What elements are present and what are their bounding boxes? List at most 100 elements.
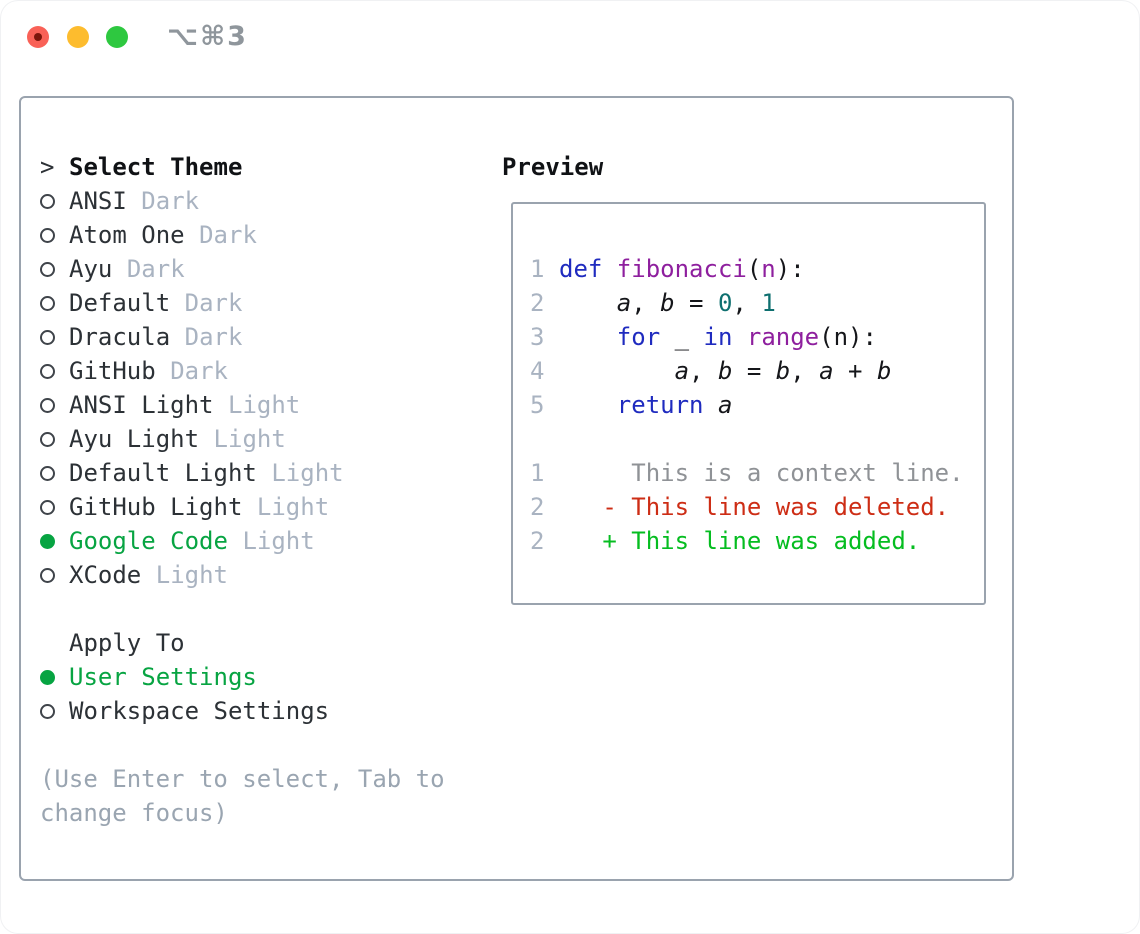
code-line: 2 + This line was added. <box>530 524 984 558</box>
code-token: a <box>616 289 632 317</box>
theme-option-ansi[interactable]: ANSI Dark <box>40 184 445 218</box>
code-token: This is a context line. <box>559 459 964 487</box>
code-token: a <box>674 357 690 385</box>
line-number: 1 <box>530 459 545 487</box>
code-token: return <box>616 391 704 419</box>
select-theme-header: >Select Theme <box>40 150 445 184</box>
line-number: 2 <box>530 527 545 555</box>
radio-selected-icon <box>40 669 55 685</box>
code-token: _ <box>660 323 704 351</box>
select-theme-title: Select Theme <box>69 153 243 181</box>
radio-icon <box>40 329 55 345</box>
code-token: in <box>703 323 733 351</box>
theme-name: GitHub Light <box>69 493 243 521</box>
code-token: b <box>775 357 791 385</box>
minimize-button[interactable] <box>67 26 89 48</box>
code-token: b <box>717 357 733 385</box>
apply-option-label: Workspace Settings <box>69 697 330 725</box>
line-number: 1 <box>530 255 545 283</box>
radio-icon <box>40 431 55 447</box>
apply-option-label: User Settings <box>69 663 257 691</box>
line-number: 2 <box>530 289 545 317</box>
code-token: + This line was added. <box>559 527 921 555</box>
code-line: 4 a, b = b, a + b <box>530 354 984 388</box>
code-token: , <box>790 357 820 385</box>
code-line <box>530 422 984 456</box>
window-title: ⌥⌘3 <box>167 21 248 52</box>
theme-variant: Dark <box>170 357 228 385</box>
radio-icon <box>40 193 55 209</box>
radio-icon <box>40 397 55 413</box>
close-button[interactable] <box>27 26 49 48</box>
code-token: b <box>660 289 675 317</box>
theme-variant: Light <box>228 391 301 419</box>
maximize-button[interactable] <box>106 26 128 48</box>
code-token: a <box>717 391 733 419</box>
code-token: fibonacci <box>616 255 747 283</box>
spacer-row <box>40 592 445 626</box>
theme-name: Default Light <box>69 459 257 487</box>
hint-line: (Use Enter to select, Tab to <box>40 765 445 793</box>
code-line: 2 a, b = 0, 1 <box>530 286 984 320</box>
apply-option-user-settings[interactable]: User Settings <box>40 660 445 694</box>
theme-variant: Light <box>155 561 228 589</box>
apply-option-workspace-settings[interactable]: Workspace Settings <box>40 694 445 728</box>
code-token <box>559 357 675 385</box>
code-token: - This line was deleted. <box>559 493 950 521</box>
apply-to-label: Apply To <box>69 629 185 657</box>
code-line: 3 for _ in range(n): <box>530 320 984 354</box>
code-token: = <box>732 357 776 385</box>
theme-variant: Dark <box>141 187 200 215</box>
code-token: a <box>819 357 834 385</box>
theme-variant: Light <box>242 527 315 555</box>
theme-option-github[interactable]: GitHub Dark <box>40 354 445 388</box>
radio-icon <box>40 363 55 379</box>
code-token: , <box>631 289 661 317</box>
code-token: b <box>876 357 892 385</box>
theme-name: Ayu <box>69 255 113 283</box>
code-token <box>559 323 617 351</box>
theme-variant: Dark <box>184 289 243 317</box>
theme-name: Atom One <box>69 221 185 249</box>
code-token: range <box>746 323 820 351</box>
theme-name: GitHub <box>69 357 156 385</box>
line-number: 5 <box>530 391 545 419</box>
code-token: 1 <box>761 289 776 317</box>
theme-option-github-light[interactable]: GitHub Light Light <box>40 490 445 524</box>
code-line: 2 - This line was deleted. <box>530 490 984 524</box>
code-token: , <box>689 357 718 385</box>
code-token: ( <box>746 255 762 283</box>
theme-variant: Dark <box>184 323 243 351</box>
radio-selected-icon <box>40 533 55 549</box>
radio-icon <box>40 465 55 481</box>
radio-icon <box>40 499 55 515</box>
line-number: 2 <box>530 493 545 521</box>
preview-title: Preview <box>502 153 604 181</box>
line-number: 4 <box>530 357 545 385</box>
code-token: , <box>732 289 762 317</box>
code-token: 0 <box>717 289 733 317</box>
code-token: n <box>761 255 776 283</box>
theme-variant: Light <box>213 425 286 453</box>
code-line: 5 return a <box>530 388 984 422</box>
code-token: def <box>559 255 617 283</box>
theme-variant: Light <box>256 493 330 521</box>
hint-line: change focus) <box>40 799 228 827</box>
theme-name: ANSI <box>69 187 127 215</box>
